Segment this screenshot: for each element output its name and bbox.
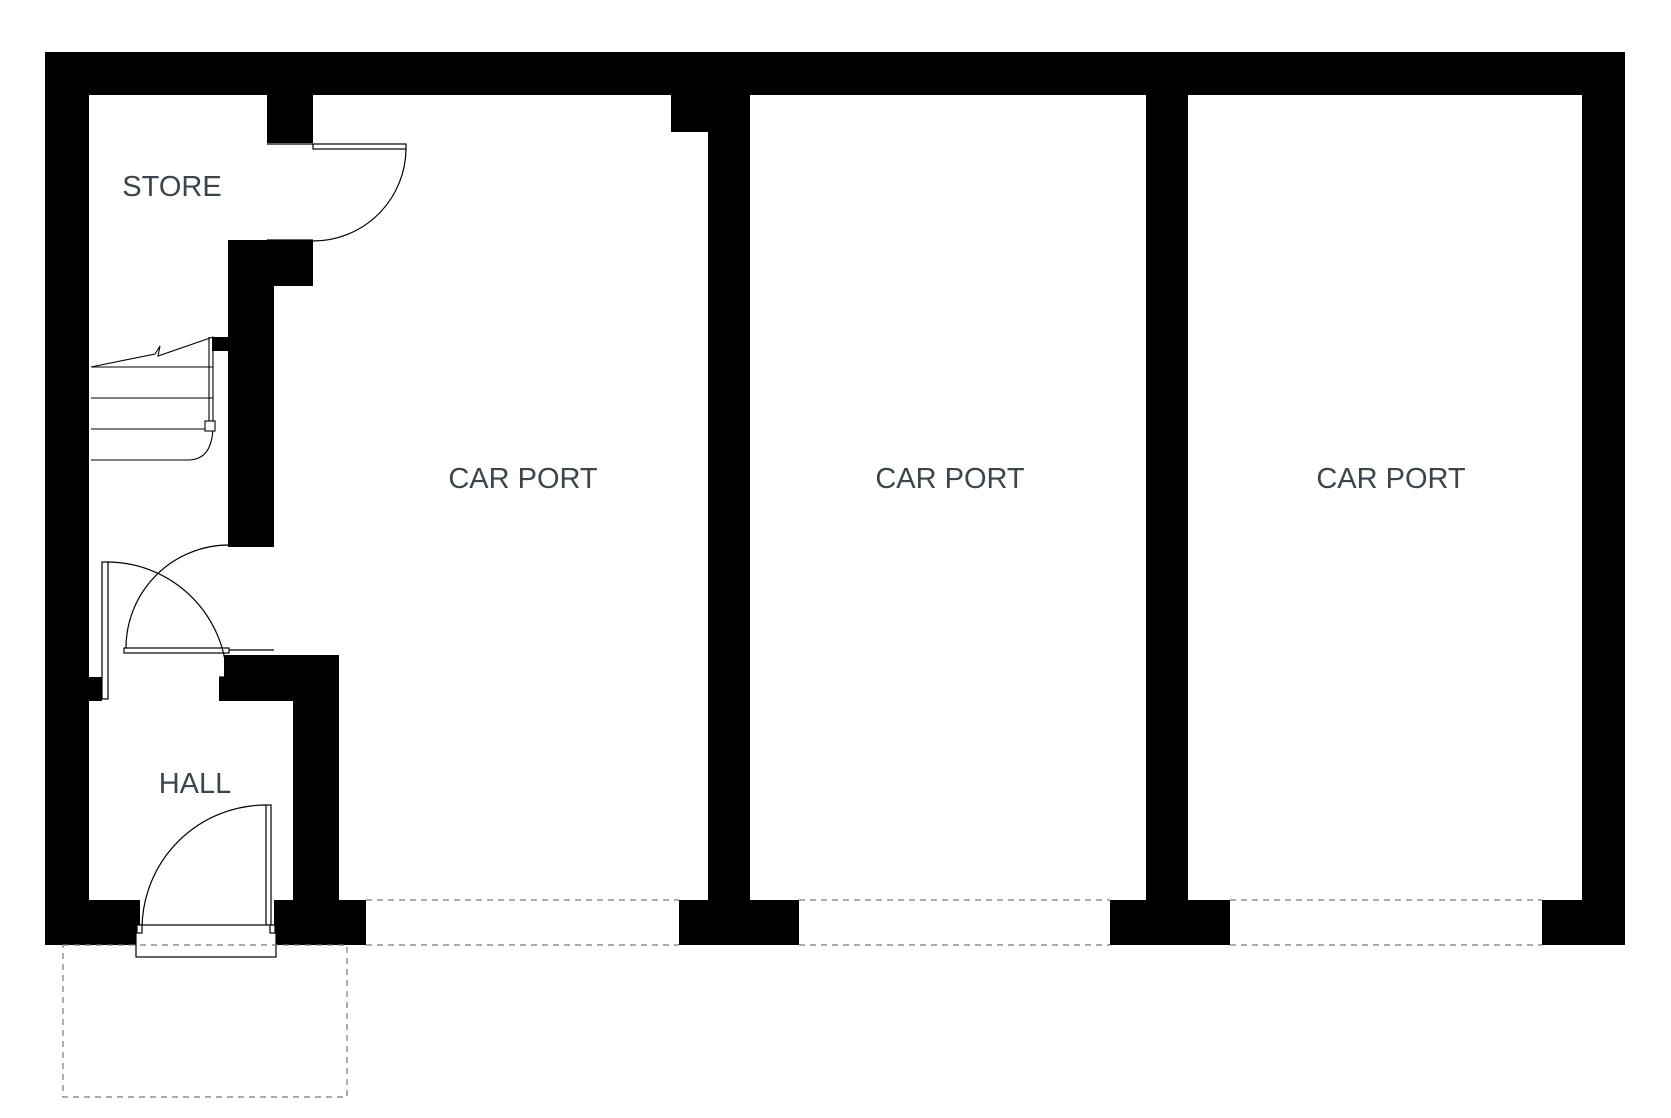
bottom-wall-hall-right — [274, 900, 366, 945]
stair-newel-post — [204, 420, 216, 432]
inner-door-swing-arc — [125, 544, 229, 649]
porch-outline — [62, 944, 348, 1098]
room-label-car-port-3: CAR PORT — [1316, 463, 1466, 495]
entrance-door — [135, 804, 277, 958]
room-label-car-port-1: CAR PORT — [448, 463, 598, 495]
outer-wall-left — [45, 52, 89, 945]
entrance-jamb-right — [269, 924, 276, 934]
side-door — [101, 561, 228, 700]
entrance-door-swing-arc — [141, 804, 267, 930]
room-label-hall: HALL — [159, 768, 232, 800]
bottom-wall-seg-2 — [1110, 900, 1230, 945]
outer-wall-right — [1582, 52, 1625, 945]
inner-hall-door — [123, 544, 274, 654]
room-label-store: STORE — [122, 171, 221, 203]
hall-wall-right — [293, 655, 339, 900]
hall-jamb-left — [89, 677, 102, 701]
partition-wall-1 — [708, 95, 750, 900]
dashed-outlines — [62, 899, 1542, 1098]
inner-door-leaf — [123, 647, 230, 654]
stairs — [90, 336, 216, 461]
store-wall-stub-top — [267, 95, 313, 143]
outer-wall-top — [45, 52, 1625, 95]
entrance-jamb-left — [136, 924, 143, 934]
store-door-swing — [312, 148, 407, 242]
bottom-wall-seg-3 — [1542, 900, 1625, 945]
partition-wall-2 — [1146, 95, 1188, 900]
store-door — [267, 143, 407, 242]
side-door-swing-arc — [106, 561, 228, 683]
side-door-leaf — [101, 561, 109, 700]
entrance-threshold — [135, 924, 277, 958]
doors — [101, 143, 407, 958]
stair-outline — [90, 336, 214, 461]
store-wall-vertical — [228, 240, 274, 547]
store-door-leaf — [312, 143, 407, 150]
room-label-car-port-2: CAR PORT — [875, 463, 1025, 495]
wall-stub-top — [671, 95, 711, 132]
walls — [45, 52, 1625, 945]
entrance-door-leaf — [265, 804, 272, 926]
bottom-wall-hall-left — [45, 900, 140, 945]
bottom-wall-seg-1 — [679, 900, 799, 945]
hall-jamb-right — [219, 677, 228, 701]
stair-wall-nub — [212, 337, 230, 351]
